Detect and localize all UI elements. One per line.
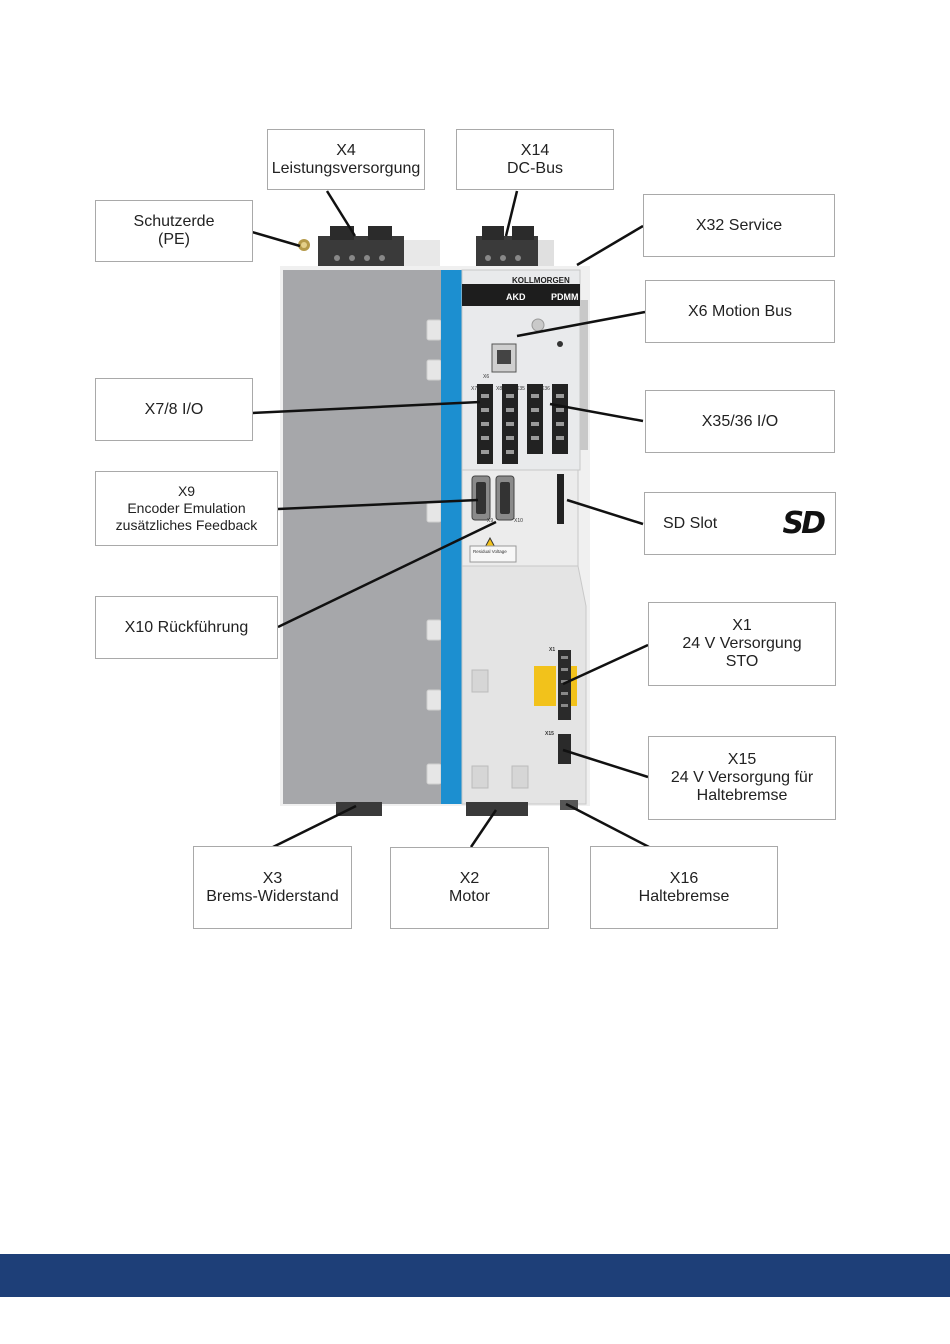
- callout-x2: X2 Motor: [390, 847, 549, 929]
- svg-text:X9: X9: [487, 518, 493, 524]
- rotary-switch-icon: [531, 318, 545, 332]
- callout-x4: X4 Leistungsversorgung: [267, 129, 425, 190]
- callout-pe: Schutzerde (PE): [95, 200, 253, 262]
- callout-x9: X9 Encoder Emulation zusätzliches Feedba…: [95, 471, 278, 546]
- blue-stripe: [441, 270, 462, 804]
- callout-x3: X3 Brems-Widerstand: [193, 846, 352, 929]
- left-side-panel: [283, 270, 441, 804]
- model-label-akd: AKD: [506, 292, 526, 302]
- callout-sd-slot: SD Slot SD: [644, 492, 836, 555]
- callout-x10: X10 Rückführung: [95, 596, 278, 659]
- svg-text:X8: X8: [496, 386, 502, 392]
- x1-label-strip: [534, 666, 556, 706]
- x1-terminal: [558, 650, 571, 720]
- x14-connector: [476, 226, 538, 268]
- x15-terminal: [558, 734, 571, 764]
- sd-logo-icon: SD: [782, 505, 825, 541]
- brand-label: KOLLMORGEN: [512, 276, 570, 285]
- warning-label: Residual Voltage: [473, 549, 507, 554]
- svg-text:X15: X15: [545, 731, 554, 737]
- callout-x15: X15 24 V Versorgung für Haltebremse: [648, 736, 836, 820]
- svg-text:X7: X7: [471, 386, 477, 392]
- sd-card-slot: [557, 474, 564, 524]
- x9-dsub-connector: [471, 475, 491, 521]
- svg-text:X6: X6: [483, 374, 489, 380]
- callout-x16: X16 Haltebremse: [590, 846, 778, 929]
- pe-screw: [298, 239, 310, 251]
- svg-text:X1: X1: [549, 647, 555, 653]
- callout-x14: X14 DC-Bus: [456, 129, 614, 190]
- svg-text:X36: X36: [541, 386, 550, 392]
- x10-dsub-connector: [495, 475, 515, 521]
- display-bar: [462, 284, 580, 306]
- model-label-pdmm: PDMM: [551, 292, 579, 302]
- callout-x1: X1 24 V Versorgung STO: [648, 602, 836, 686]
- svg-text:X35: X35: [516, 386, 525, 392]
- svg-text:X10: X10: [514, 518, 523, 524]
- footer-band: [0, 1254, 950, 1297]
- leader-lines: [251, 190, 650, 849]
- x4-connector: [318, 226, 404, 268]
- x2-connector: [466, 802, 528, 816]
- callout-x32: X32 Service: [643, 194, 835, 257]
- callout-x3536: X35/36 I/O: [645, 390, 835, 453]
- device-illustration: KOLLMORGEN AKD PDMM X6 X7 X8 X35 X36 X9 …: [251, 190, 650, 849]
- callout-x6: X6 Motion Bus: [645, 280, 835, 343]
- callout-x78: X7/8 I/O: [95, 378, 253, 441]
- x3-connector: [336, 802, 382, 816]
